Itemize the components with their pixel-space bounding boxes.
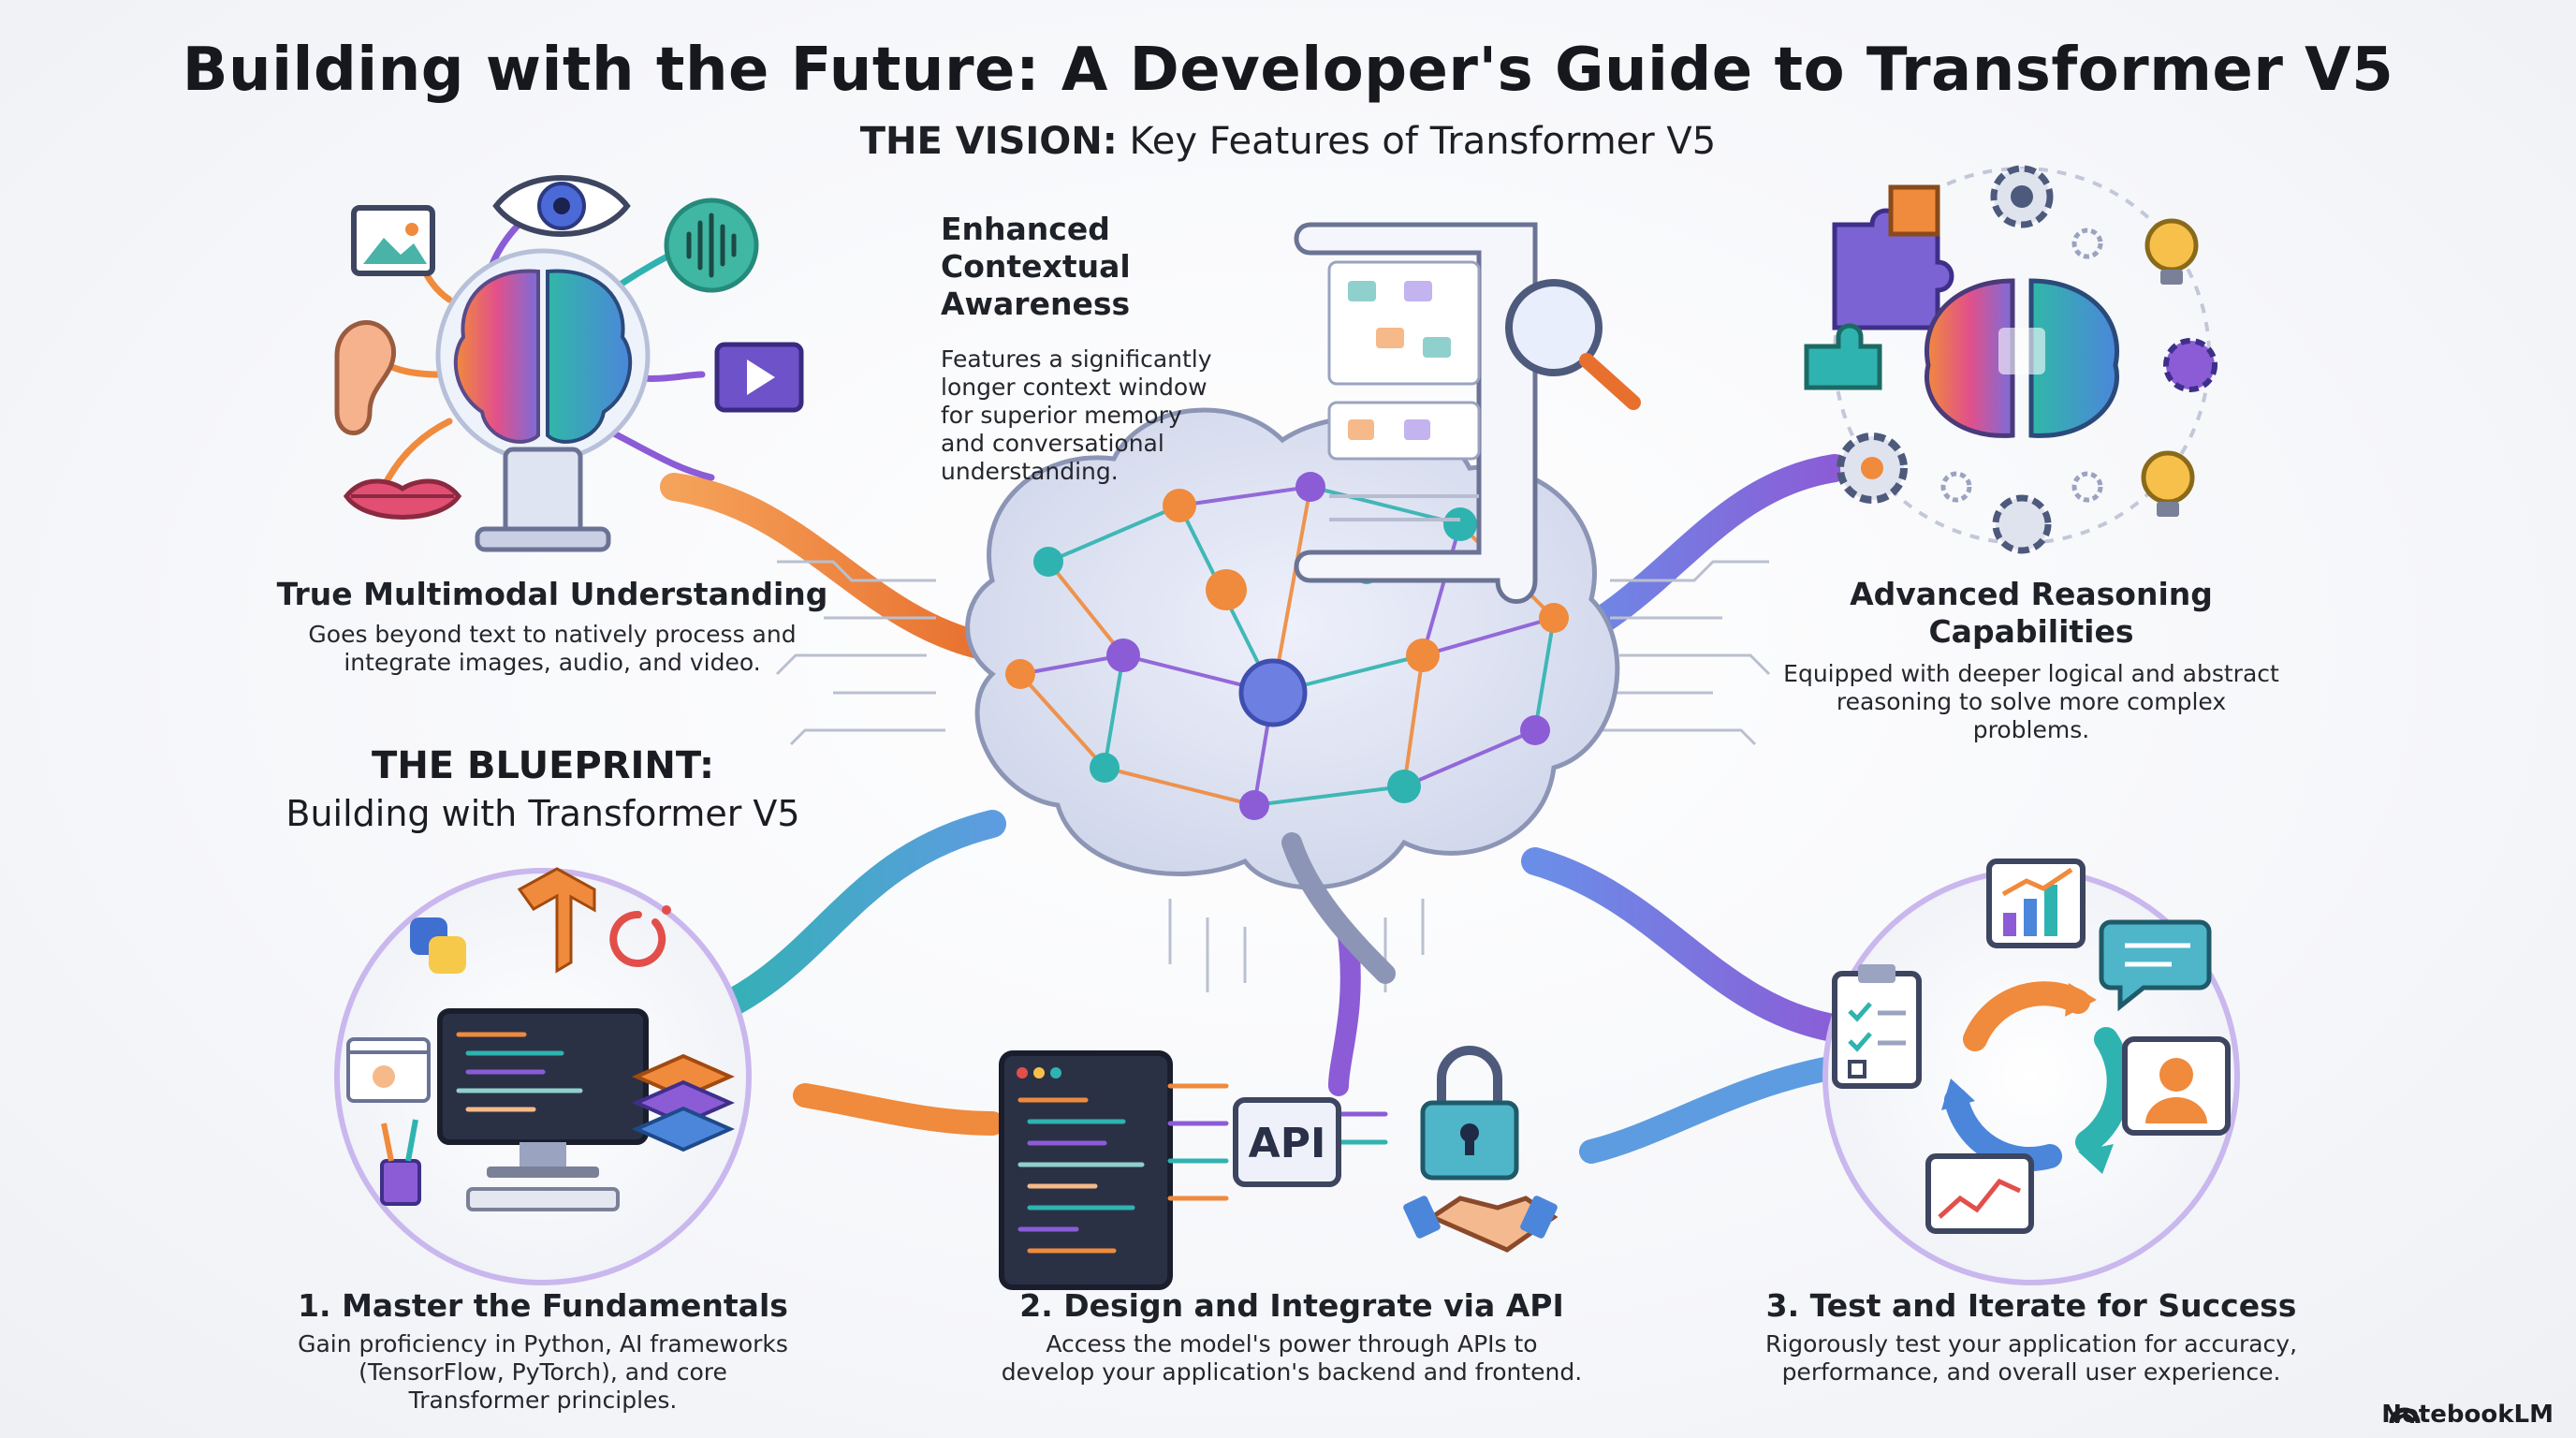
step-test: 3. Test and Iterate for Success Rigorous… [1704, 1287, 2359, 1387]
circuit-lines [775, 560, 1771, 992]
brain-icon [435, 248, 651, 552]
monitor-icon [437, 1008, 649, 1211]
vision-subtitle-rest: Key Features of Transformer V5 [1117, 120, 1717, 163]
stacked-layers-icon [632, 1053, 735, 1152]
step-api-desc-2: develop your application's backend and f… [1001, 1358, 1583, 1386]
feature-multimodal-desc-2: integrate images, audio, and video. [344, 649, 761, 676]
step-fundamentals-desc-3: Transformer principles. [408, 1387, 678, 1414]
brand-watermark: NotebookLM [2381, 1401, 2554, 1429]
lips-icon [343, 478, 462, 520]
pytorch-icon [609, 905, 671, 967]
feature-context-desc-1: Features a significantly [941, 345, 1212, 373]
feature-multimodal-title: True Multimodal Understanding [276, 576, 828, 612]
checklist-icon [1832, 964, 1922, 1089]
puzzle-icon [1804, 323, 1882, 390]
step-api-desc-1: Access the model's power through APIs to [1046, 1330, 1538, 1357]
feature-multimodal-desc-1: Goes beyond text to natively process and [308, 621, 797, 648]
brain-icon [1925, 278, 2119, 438]
page-title: Building with the Future: A Developer's … [182, 36, 2394, 105]
feature-context-title-2: Awareness [941, 286, 1131, 322]
eye-icon [492, 175, 631, 237]
image-icon [351, 205, 435, 276]
ribbon-api [1328, 926, 1361, 1096]
ribbon-fund-api [793, 1083, 1004, 1136]
vision-subtitle: THE VISION: Key Features of Transformer … [0, 120, 2576, 163]
feature-context-desc-5: understanding. [941, 458, 1119, 485]
feature-context-title-1: Enhanced Contextual [941, 211, 1131, 285]
blueprint-heading-bold: THE BLUEPRINT: [372, 744, 714, 787]
step-test-desc-2: performance, and overall user experience… [1781, 1358, 2281, 1386]
step-test-title: 3. Test and Iterate for Success [1765, 1287, 2297, 1324]
ribbon-fundamentals [679, 810, 1006, 1034]
feature-reasoning-title-2: Capabilities [1928, 613, 2134, 650]
feature-context-desc-3: for superior memory [941, 402, 1182, 429]
ribbon-test [1521, 847, 1858, 1044]
test-cluster [1822, 858, 2240, 1285]
feature-reasoning: Advanced Reasoning Capabilities Equipped… [1741, 576, 2321, 744]
step-api: 2. Design and Integrate via API Access t… [936, 1287, 1647, 1387]
tensorflow-icon [517, 867, 596, 974]
lock-icon [1420, 1046, 1519, 1181]
browser-window-icon [346, 1037, 431, 1103]
reasoning-cluster [1804, 165, 2217, 554]
central-brain-icon [965, 407, 1620, 984]
api-cluster [999, 1046, 1559, 1290]
cycle-arrows-icon [1944, 981, 2131, 1172]
ear-icon [334, 320, 397, 435]
step-fundamentals-desc-1: Gain proficiency in Python, AI framework… [298, 1330, 788, 1357]
feature-reasoning-desc-1: Equipped with deeper logical and abstrac… [1783, 660, 2279, 687]
api-label: API [1248, 1120, 1326, 1167]
step-api-title: 2. Design and Integrate via API [1019, 1287, 1564, 1324]
feature-multimodal: True Multimodal Understanding Goes beyon… [225, 576, 880, 677]
blueprint-heading-rest: Building with Transformer V5 [285, 793, 800, 834]
feature-context-desc-2: longer context window [941, 374, 1208, 401]
step-test-desc-1: Rigorously test your application for acc… [1764, 1330, 2298, 1357]
notebooklm-logo-icon [2389, 1407, 2421, 1424]
chat-bubble-icon [2099, 919, 2212, 1012]
user-icon [2122, 1036, 2231, 1136]
bar-chart-icon [1986, 858, 2086, 948]
ribbon-api-link [1579, 1055, 1847, 1164]
pencil-cup-icon [380, 1119, 421, 1206]
feature-reasoning-title-1: Advanced Reasoning [1850, 576, 2213, 612]
brand-name: NotebookLM [2381, 1401, 2554, 1429]
feature-context-desc-4: and conversational [941, 430, 1164, 457]
connector-ribbons [660, 454, 1858, 1164]
magnifier-icon [1505, 279, 1641, 410]
api-box [1233, 1097, 1341, 1187]
feature-reasoning-desc-3: problems. [1972, 716, 2090, 743]
handshake-icon [1403, 1196, 1559, 1253]
step-fundamentals-desc-2: (TensorFlow, PyTorch), and core [359, 1358, 727, 1386]
feature-context: Enhanced Contextual Awareness Features a… [941, 211, 1296, 486]
line-chart-icon [1925, 1153, 2034, 1234]
video-icon [714, 342, 804, 413]
feature-reasoning-desc-2: reasoning to solve more complex [1836, 688, 2227, 715]
python-icon [410, 917, 466, 974]
scroll-icon [1294, 222, 1538, 604]
fundamentals-cluster [334, 867, 752, 1285]
sound-wave-icon [664, 198, 759, 293]
step-fundamentals-title: 1. Master the Fundamentals [298, 1287, 788, 1324]
puzzle-icon [1832, 184, 1954, 330]
blueprint-heading: THE BLUEPRINT: Building with Transformer… [225, 744, 861, 834]
code-editor-icon [999, 1050, 1173, 1290]
step-fundamentals: 1. Master the Fundamentals Gain proficie… [225, 1287, 861, 1415]
multimodal-cluster [334, 175, 804, 552]
gear-icon [1837, 165, 2217, 554]
vision-subtitle-bold: THE VISION: [859, 120, 1118, 163]
lightbulb-icon [2141, 218, 2199, 517]
